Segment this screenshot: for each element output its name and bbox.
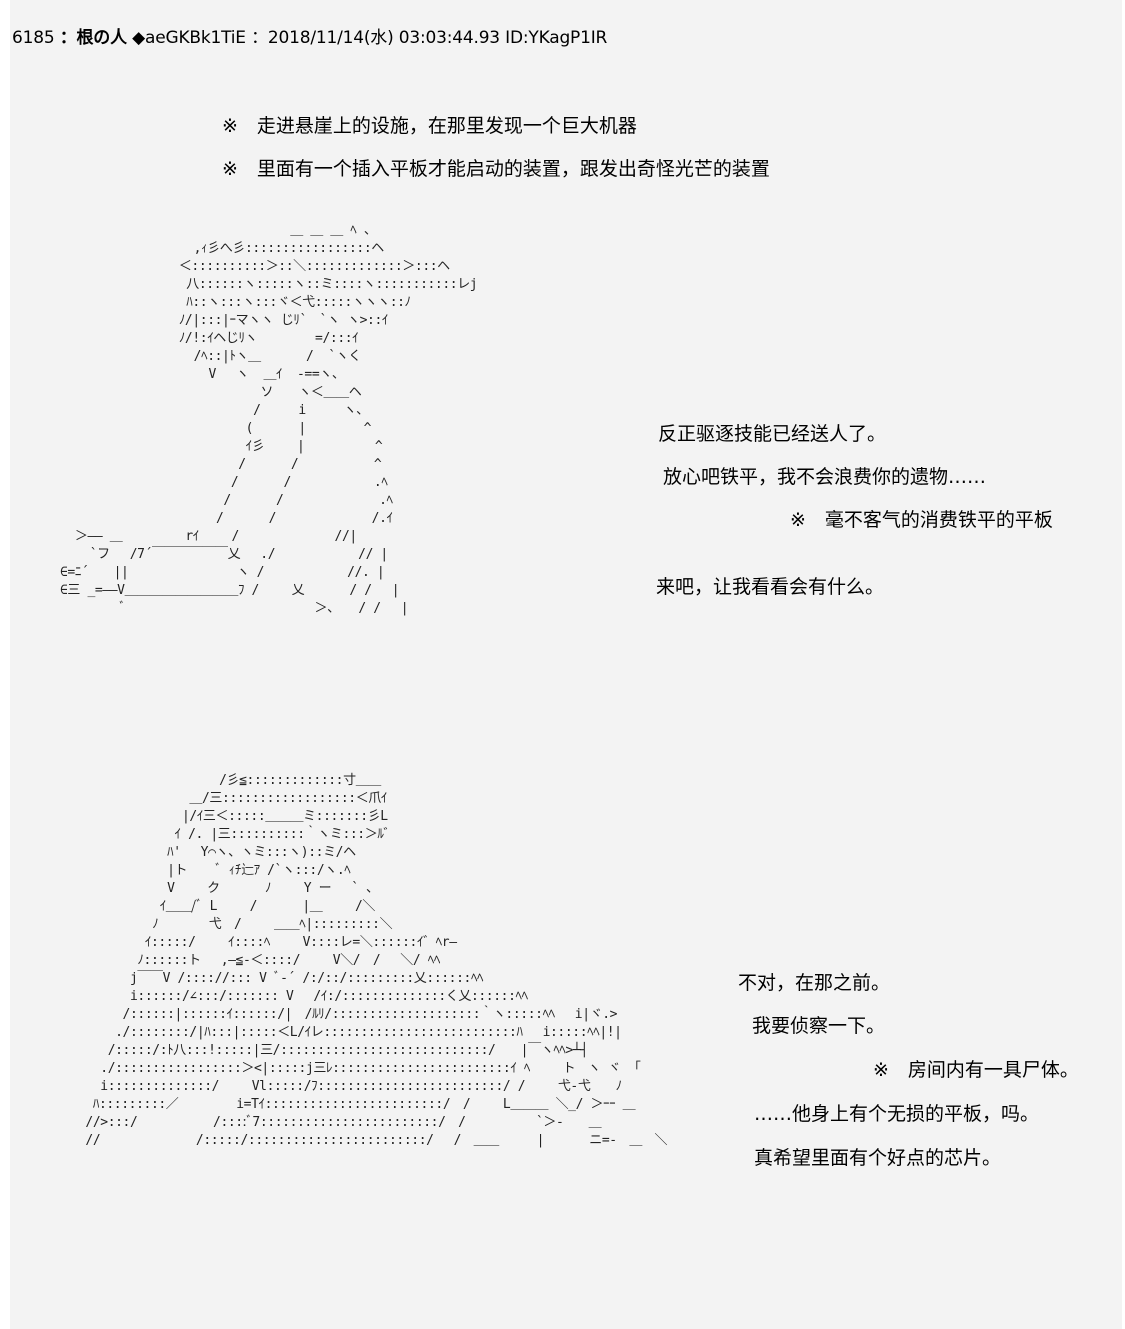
post-trip: ◆aeGKBk1TiE — [132, 28, 246, 48]
ascii-art-figure-2: /彡≦:::::::::::::寸＿＿ ＿/三:::::::::::::::::… — [85, 773, 668, 1148]
ascii-art-figure-1: ＿ ＿ ＿ ﾍ 、 ,ｨ彡へ彡:::::::::::::::::ヘ ＜:::::… — [60, 223, 478, 616]
dialogue-line: 我要侦察一下。 — [752, 1015, 886, 1037]
dialogue-line: 真希望里面有个好点的芯片。 — [754, 1147, 1002, 1169]
dialogue-line: 放心吧铁平，我不会浪费你的遗物…… — [663, 466, 987, 488]
narration-note: ※ 房间内有一具尸体。 — [873, 1059, 1079, 1081]
dialogue-line: 来吧，让我看看会有什么。 — [656, 576, 885, 598]
dialogue-line: ……他身上有个无损的平板，吗。 — [754, 1103, 1040, 1125]
post-datetime: 2018/11/14(水) 03:03:44.93 — [267, 28, 500, 48]
narration-note: ※ 毫不客气的消费铁平的平板 — [790, 509, 1053, 531]
dialogue-line: 不对，在那之前。 — [738, 972, 891, 994]
post-name-text: 根の人 — [76, 28, 128, 48]
post-datetime-sep: ： — [251, 28, 268, 48]
narration-line-2: ※ 里面有一个插入平板才能启动的装置，跟发出奇怪光芒的装置 — [222, 158, 770, 180]
post-header: 6185 ：根の人 ◆aeGKBk1TiE ：2018/11/14(水) 03:… — [12, 27, 607, 49]
dialogue-line: 反正驱逐技能已经送人了。 — [658, 423, 887, 445]
narration-line-1: ※ 走进悬崖上的设施，在那里发现一个巨大机器 — [222, 115, 637, 137]
post-id[interactable]: ID:YKagP1IR — [505, 28, 608, 48]
post-panel — [10, 0, 1122, 1329]
post-name[interactable]: ：根の人 — [59, 28, 128, 48]
post-number: 6185 — [12, 28, 55, 48]
